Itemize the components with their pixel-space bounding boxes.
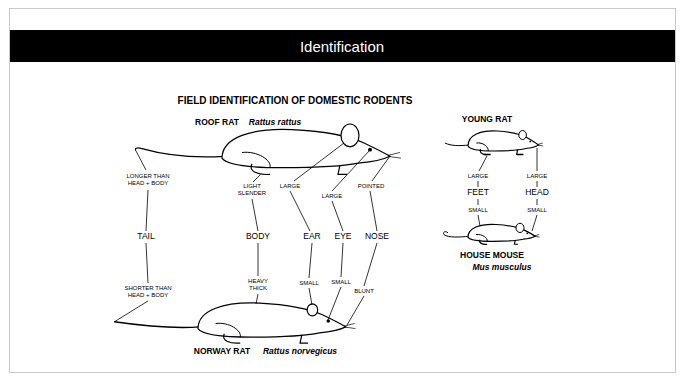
house-mouse-drawing bbox=[443, 223, 539, 244]
feature-note: POINTED bbox=[358, 183, 385, 190]
feature-note: BLUNT bbox=[354, 288, 374, 295]
species-name: YOUNG RAT bbox=[462, 115, 512, 125]
feature-note: SMALL bbox=[468, 207, 488, 214]
species-name: NORWAY RAT bbox=[194, 347, 250, 357]
feature-note: LONGER THAN HEAD + BODY bbox=[120, 173, 176, 187]
species-name: HOUSE MOUSE bbox=[460, 251, 524, 261]
feature-note: HEAVY THICK bbox=[242, 278, 274, 292]
feature-note: SHORTER THAN HEAD + BODY bbox=[120, 285, 176, 299]
feature-note: LIGHT SLENDER bbox=[234, 183, 270, 197]
feature-note: LARGE bbox=[280, 183, 300, 190]
feature-name: NOSE bbox=[365, 232, 389, 242]
feature-name: EYE bbox=[334, 232, 351, 242]
slide-title: Identification bbox=[300, 38, 384, 55]
norway-rat-drawing bbox=[114, 303, 355, 343]
feature-note: LARGE bbox=[468, 173, 488, 180]
latin-name: Rattus rattus bbox=[249, 118, 301, 128]
feature-note: SMALL bbox=[527, 207, 547, 214]
roof-rat-drawing bbox=[135, 124, 401, 174]
feature-name: HEAD bbox=[525, 188, 549, 198]
feature-name: TAIL bbox=[137, 232, 154, 242]
species-name: ROOF RAT bbox=[195, 118, 239, 128]
leader-lines bbox=[114, 143, 537, 325]
feature-note: LARGE bbox=[322, 193, 342, 200]
feature-name: FEET bbox=[467, 188, 489, 198]
title-bar bbox=[10, 30, 675, 62]
latin-name: Mus musculus bbox=[472, 263, 531, 273]
young-rat-drawing bbox=[445, 131, 543, 155]
feature-note: SMALL bbox=[331, 279, 351, 286]
figure-title: FIELD IDENTIFICATION OF DOMESTIC RODENTS bbox=[178, 95, 413, 107]
latin-name: Rattus norvegicus bbox=[263, 347, 337, 357]
feature-name: EAR bbox=[303, 232, 320, 242]
slide-frame bbox=[10, 9, 676, 373]
feature-note: LARGE bbox=[527, 173, 547, 180]
feature-name: BODY bbox=[246, 232, 270, 242]
feature-note: SMALL bbox=[299, 280, 319, 287]
